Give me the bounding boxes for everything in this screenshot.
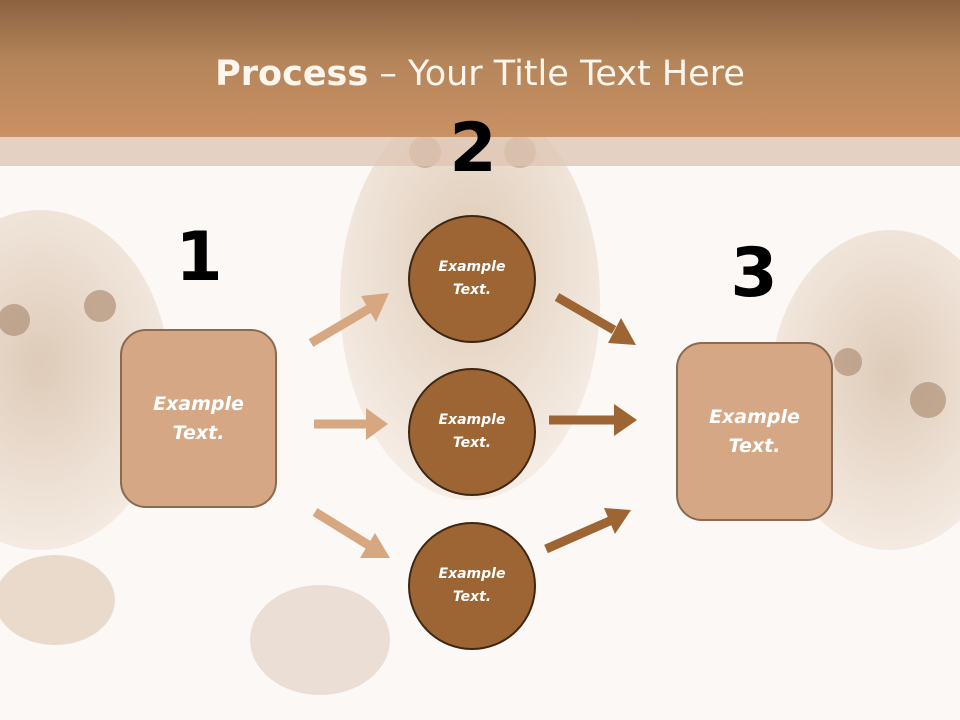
right-process-box: Example Text. (676, 342, 833, 521)
arrow-middle-to-right (549, 404, 637, 436)
title-banner-strip (0, 137, 960, 166)
step-number-3: 3 (730, 234, 778, 313)
arrow-left-to-top (308, 293, 389, 347)
title-banner (0, 0, 960, 137)
arrow-bottom-to-right (544, 508, 631, 554)
process-circle-top-text: Example Text. (438, 259, 506, 298)
right-process-box-text: Example Text. (709, 405, 800, 457)
left-process-box: Example Text. (120, 329, 277, 508)
arrow-left-to-bottom (312, 508, 390, 558)
left-process-box-text: Example Text. (153, 392, 244, 444)
process-circle-middle-text: Example Text. (438, 412, 506, 451)
process-circle-middle: Example Text. (408, 368, 536, 496)
arrow-left-to-middle (314, 408, 388, 440)
step-number-1: 1 (175, 218, 223, 297)
arrow-top-to-right (554, 293, 636, 345)
slide-title-rest: – Your Title Text Here (368, 54, 745, 94)
slide-title-bold: Process (215, 54, 369, 94)
slide-title: Process – Your Title Text Here (0, 52, 960, 96)
step-number-2: 2 (449, 109, 497, 188)
process-circle-top: Example Text. (408, 215, 536, 343)
process-circle-bottom-text: Example Text. (438, 566, 506, 605)
process-circle-bottom: Example Text. (408, 522, 536, 650)
